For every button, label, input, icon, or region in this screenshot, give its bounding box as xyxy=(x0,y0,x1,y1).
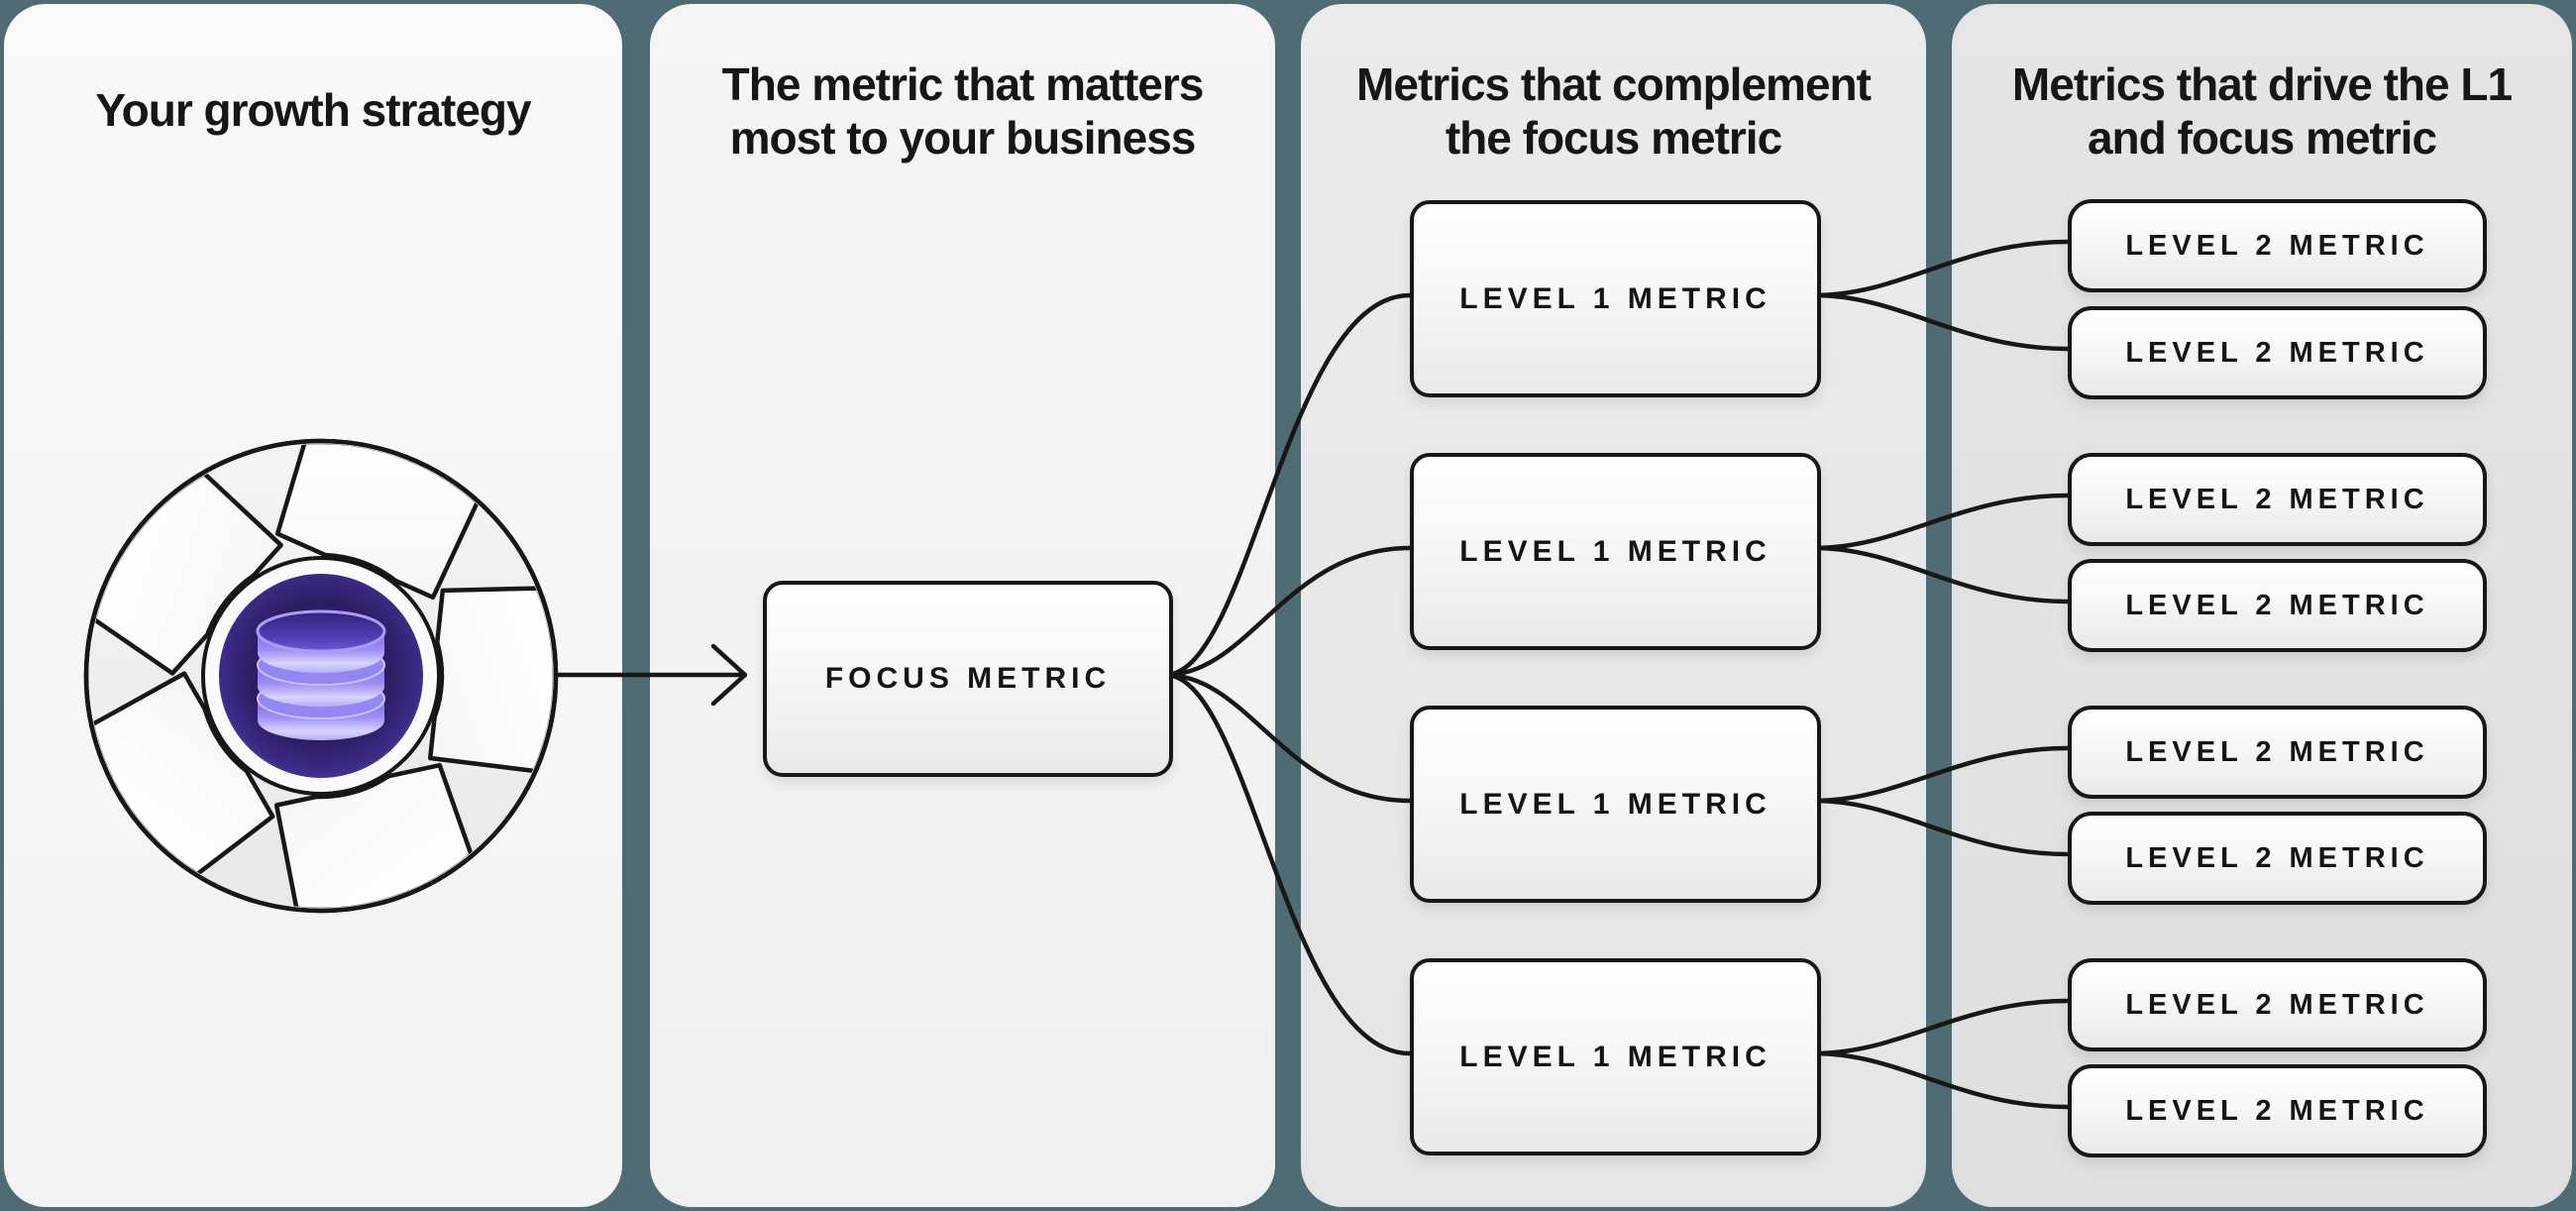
panel-title-growth-strategy: Your growth strategy xyxy=(95,84,531,136)
level2-metric-node-2: LEVEL 2 METRIC xyxy=(2068,306,2487,399)
level2-metric-label: LEVEL 2 METRIC xyxy=(2125,336,2429,369)
connector-l1-3-l2-5 xyxy=(1811,745,2071,804)
level2-metric-label: LEVEL 2 METRIC xyxy=(2125,1094,2429,1127)
connector-focus-l1-4 xyxy=(1162,672,1413,1056)
level2-metric-node-8: LEVEL 2 METRIC xyxy=(2068,1064,2487,1157)
level1-metric-label: LEVEL 1 METRIC xyxy=(1459,534,1771,568)
connector-l1-3-l2-6 xyxy=(1811,798,2071,857)
level2-metric-node-3: LEVEL 2 METRIC xyxy=(2068,453,2487,546)
panel-title-level2-metrics: Metrics that drive the L1 and focus metr… xyxy=(2011,58,2513,164)
level1-metric-node-3: LEVEL 1 METRIC xyxy=(1410,706,1821,903)
level2-metric-label: LEVEL 2 METRIC xyxy=(2125,988,2429,1021)
connector-l1-4-l2-8 xyxy=(1811,1050,2071,1110)
panel-title-focus-metric: The metric that matters most to your bus… xyxy=(721,58,1205,164)
level2-metric-node-5: LEVEL 2 METRIC xyxy=(2068,706,2487,799)
level2-metric-node-4: LEVEL 2 METRIC xyxy=(2068,559,2487,652)
level2-metric-label: LEVEL 2 METRIC xyxy=(2125,735,2429,768)
level2-metric-label: LEVEL 2 METRIC xyxy=(2125,229,2429,262)
level1-metric-node-1: LEVEL 1 METRIC xyxy=(1410,200,1821,397)
focus-metric-node: FOCUS METRIC xyxy=(763,581,1173,777)
arrow-right-icon xyxy=(548,643,748,707)
connector-l1-1-l2-1 xyxy=(1811,239,2071,298)
level1-metric-node-2: LEVEL 1 METRIC xyxy=(1410,453,1821,650)
database-icon xyxy=(256,609,386,740)
connector-focus-l1-3 xyxy=(1162,672,1413,804)
connector-focus-l1-1 xyxy=(1162,292,1413,678)
connector-l1-4-l2-7 xyxy=(1811,998,2071,1056)
connector-l1-2-l2-4 xyxy=(1811,545,2071,605)
level2-metric-node-7: LEVEL 2 METRIC xyxy=(2068,958,2487,1051)
connector-l1-2-l2-3 xyxy=(1811,493,2071,551)
level2-metric-node-6: LEVEL 2 METRIC xyxy=(2068,812,2487,905)
connectors-focus-to-level1 xyxy=(1162,292,1413,1056)
connector-l1-1-l2-2 xyxy=(1811,292,2071,352)
level1-metric-label: LEVEL 1 METRIC xyxy=(1459,1040,1771,1073)
level1-metric-label: LEVEL 1 METRIC xyxy=(1459,787,1771,821)
level2-metric-label: LEVEL 2 METRIC xyxy=(2125,483,2429,515)
level2-metric-label: LEVEL 2 METRIC xyxy=(2125,589,2429,621)
level1-metric-label: LEVEL 1 METRIC xyxy=(1459,281,1771,315)
level1-metric-node-4: LEVEL 1 METRIC xyxy=(1410,958,1821,1156)
panel-title-level1-metrics: Metrics that complement the focus metric xyxy=(1356,58,1872,164)
level2-metric-label: LEVEL 2 METRIC xyxy=(2125,841,2429,874)
focus-metric-label: FOCUS METRIC xyxy=(824,662,1112,695)
level2-metric-node-1: LEVEL 2 METRIC xyxy=(2068,199,2487,292)
connector-focus-l1-2 xyxy=(1162,545,1413,678)
connectors-level1-to-level2 xyxy=(1811,239,2071,1110)
flywheel-icon xyxy=(83,438,559,914)
